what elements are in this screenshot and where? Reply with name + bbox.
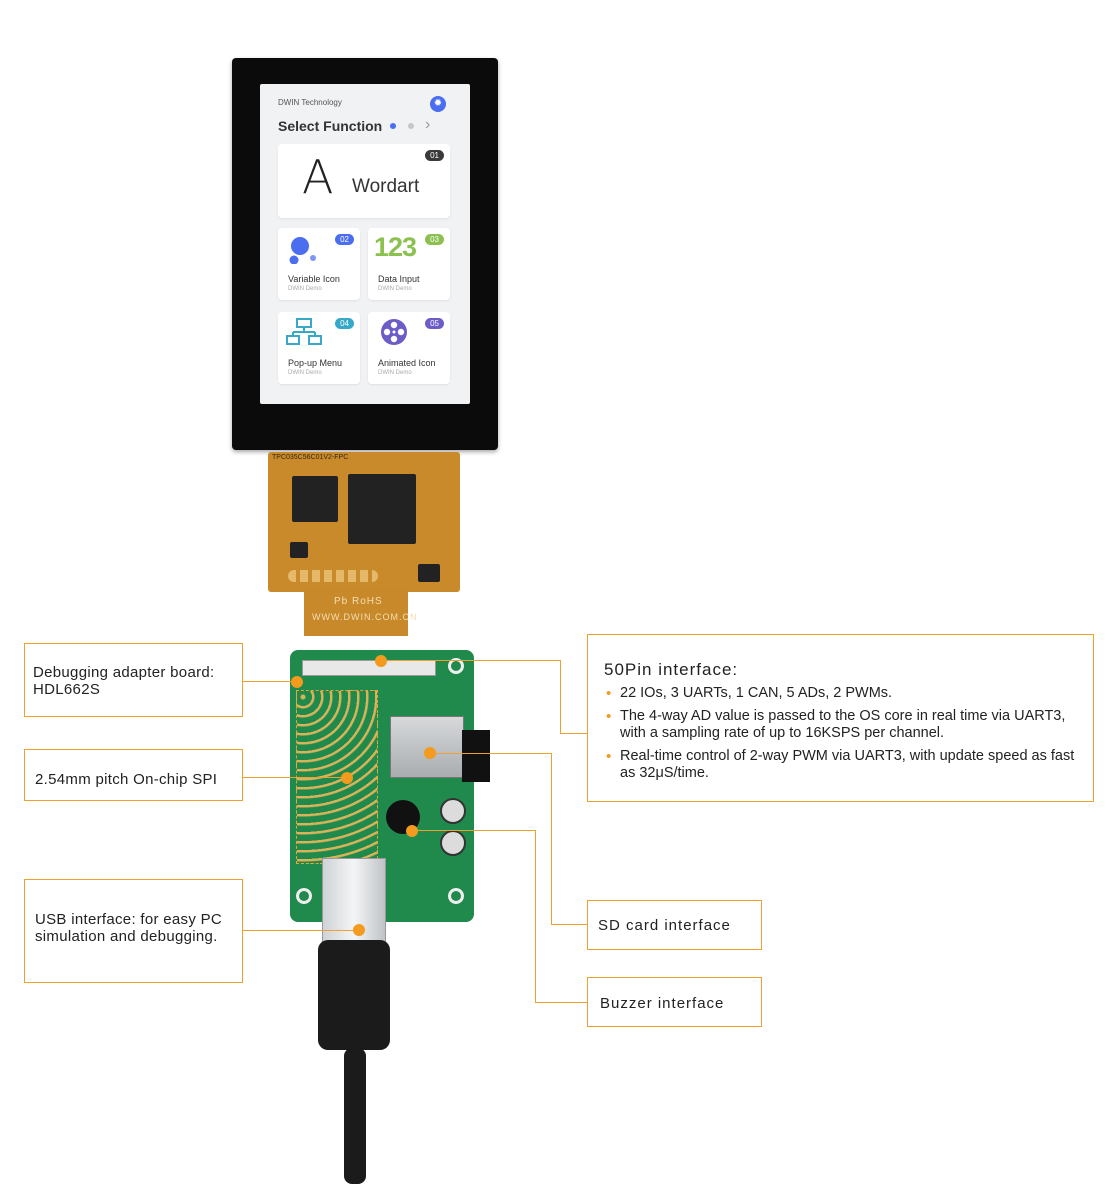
lcd-screen: DWIN Technology ✹ Select Function › 01 A…	[260, 84, 470, 404]
card-label: Variable Icon	[288, 274, 340, 284]
capacitor	[440, 798, 466, 824]
variable-bubbles-icon	[289, 237, 316, 264]
callout-50pin-interface: 50Pin interface: 22 IOs, 3 UARTs, 1 CAN,…	[587, 634, 1094, 802]
small-chip	[290, 542, 308, 558]
leader-line	[560, 660, 561, 734]
card-subtitle: DWIN Demo	[288, 286, 322, 292]
card-badge: 02	[335, 234, 354, 245]
card-badge: 03	[425, 234, 444, 245]
card-subtitle: DWIN Demo	[288, 370, 322, 376]
callout-dot	[341, 772, 353, 784]
card-badge: 01	[425, 150, 444, 161]
callout-dot	[375, 655, 387, 667]
leader-line	[381, 660, 561, 661]
fpc-ribbon: Pb RoHS WWW.DWIN.COM.CN	[304, 588, 416, 636]
leader-line	[242, 777, 346, 778]
card-data-input[interactable]: 03 123 Data Input DWIN Demo	[368, 228, 450, 300]
card-popup-menu[interactable]: 04 Pop-up Menu DWIN Demo	[278, 312, 360, 384]
callout-adapter-board: Debugging adapter board: HDL662S	[24, 643, 243, 717]
test-pads	[288, 570, 378, 582]
fpc-part-number: TPC035C56C01V2-FPC	[272, 454, 349, 461]
usb-plug	[318, 940, 390, 1050]
feature-item: The 4-way AD value is passed to the OS c…	[604, 708, 1090, 742]
mcu-chip	[292, 476, 338, 522]
main-processor-chip	[348, 474, 416, 544]
leader-line	[551, 753, 552, 925]
fpc-controller-board: TPC035C56C01V2-FPC	[268, 452, 460, 592]
popup-menu-tree-icon	[286, 318, 322, 345]
wordart-a-icon: A	[302, 150, 334, 204]
fpc-marks: Pb RoHS	[334, 596, 383, 607]
callout-sd-card: SD card interface	[587, 900, 762, 950]
page-indicator-active	[390, 123, 396, 129]
callout-text: Buzzer interface	[600, 995, 725, 1012]
leader-line	[535, 1002, 587, 1003]
page-indicator-inactive	[408, 123, 414, 129]
mount-hole	[296, 888, 312, 904]
card-subtitle: DWIN Demo	[378, 370, 412, 376]
leader-line	[242, 681, 298, 682]
callout-text: USB interface: for easy PC simulation an…	[35, 911, 223, 945]
capacitor	[440, 830, 466, 856]
fpc-url: WWW.DWIN.COM.CN	[312, 612, 418, 622]
card-variable-icon[interactable]: 02 Variable Icon DWIN Demo	[278, 228, 360, 300]
leader-line	[430, 753, 552, 754]
chevron-right-icon[interactable]: ›	[425, 116, 431, 133]
screen-title: Select Function	[278, 118, 383, 134]
callout-text: SD card interface	[598, 917, 731, 934]
card-label: Pop-up Menu	[288, 358, 343, 368]
card-badge: 05	[425, 318, 444, 329]
feature-item: Real-time control of 2-way PWM via UART3…	[604, 748, 1090, 782]
usb-cable	[344, 1048, 366, 1184]
leader-line	[535, 830, 536, 1002]
feature-list: 22 IOs, 3 UARTs, 1 CAN, 5 ADs, 2 PWMs. T…	[604, 685, 1090, 788]
card-label: Animated Icon	[378, 358, 436, 368]
50pin-connector	[302, 660, 436, 676]
callout-usb: USB interface: for easy PC simulation an…	[24, 879, 243, 983]
mount-hole	[448, 658, 464, 674]
screen-company: DWIN Technology	[278, 98, 342, 107]
card-animated-icon[interactable]: 05 Animated Icon DWIN Demo	[368, 312, 450, 384]
callout-buzzer: Buzzer interface	[587, 977, 762, 1027]
card-wordart[interactable]: 01 A Wordart	[278, 144, 450, 218]
callout-dot	[291, 676, 303, 688]
card-label: Wordart	[352, 176, 420, 197]
callout-spi: 2.54mm pitch On-chip SPI	[24, 749, 243, 801]
leader-line	[560, 733, 588, 734]
card-label: Data Input	[378, 274, 420, 284]
feature-item: 22 IOs, 3 UARTs, 1 CAN, 5 ADs, 2 PWMs.	[604, 685, 1090, 702]
callout-text: 2.54mm pitch On-chip SPI	[35, 771, 218, 788]
card-subtitle: DWIN Demo	[378, 286, 412, 292]
leader-line	[551, 924, 587, 925]
callout-dot	[353, 924, 365, 936]
small-chip	[418, 564, 440, 582]
card-badge: 04	[335, 318, 354, 329]
sd-card	[462, 730, 490, 782]
callout-text: Debugging adapter board: HDL662S	[33, 664, 215, 698]
mount-hole	[448, 888, 464, 904]
leader-line	[412, 830, 536, 831]
film-reel-icon	[381, 319, 407, 345]
callout-dot	[406, 825, 418, 837]
data-input-123-icon: 123	[374, 232, 417, 262]
settings-gear-icon[interactable]: ✹	[430, 96, 446, 112]
feature-title: 50Pin interface:	[604, 660, 739, 679]
leader-line	[242, 930, 358, 931]
